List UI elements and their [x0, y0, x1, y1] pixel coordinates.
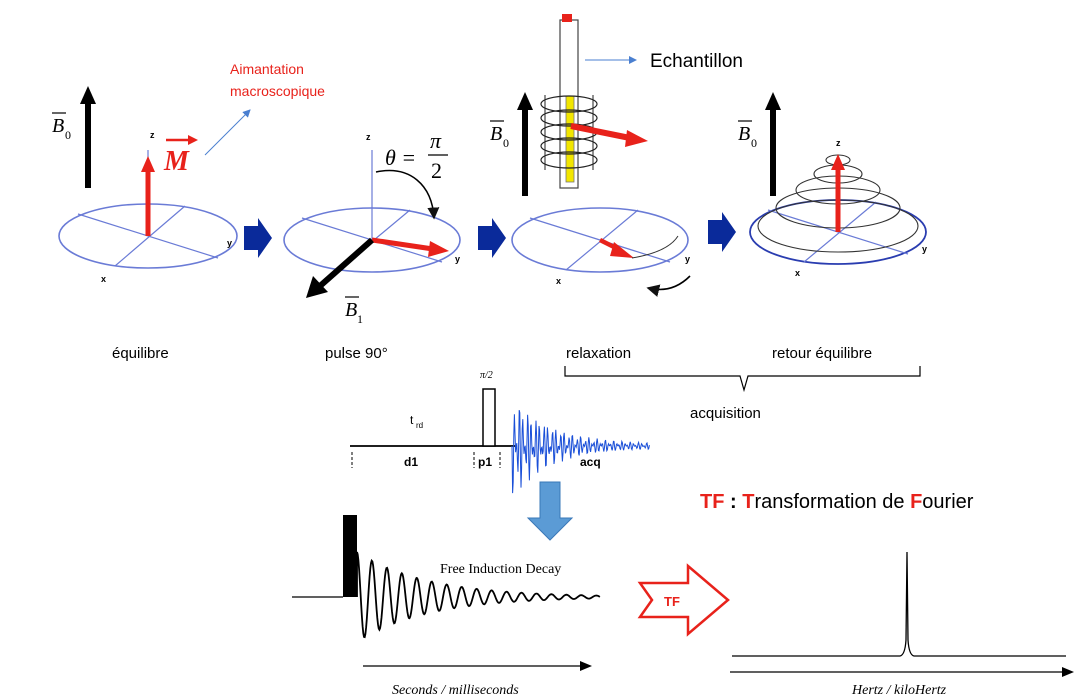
theta-label: θ = π 2 [385, 128, 448, 183]
magnetization-annotation-2: macroscopique [230, 83, 325, 99]
svg-text:z: z [366, 132, 371, 142]
stage-return: retour équilibre [772, 345, 872, 362]
svg-text:x: x [795, 268, 800, 278]
acquisition-brace [564, 366, 921, 393]
step-arrow-2 [478, 218, 506, 258]
magnetization-vector-sample [570, 123, 648, 147]
spectrum-plot: Hertz / kiloHertz [730, 551, 1074, 698]
svg-text:M: M [163, 146, 190, 177]
svg-text:z: z [836, 138, 841, 148]
stage-acquisition: acquisition [690, 405, 761, 422]
svg-text:2: 2 [431, 158, 442, 183]
svg-text:y: y [685, 254, 690, 264]
time-axis-label: Seconds / milliseconds [392, 683, 519, 698]
fid-label: Free Induction Decay [440, 562, 561, 577]
svg-text:0: 0 [751, 136, 757, 150]
pulse-sequence: π/2 t rd d1 p1 acq [350, 370, 650, 494]
fourier-title: TF : Transformation de Fourier [700, 491, 974, 513]
svg-text:acq: acq [580, 455, 601, 469]
b0-label: B 0 [52, 112, 71, 142]
magnetization-vector-return [831, 154, 845, 232]
fid-signal-blue [511, 409, 650, 494]
svg-text:x: x [556, 276, 561, 286]
fid-signal [356, 551, 601, 639]
m-label: M [163, 135, 198, 177]
b0-arrow-4 [765, 92, 781, 196]
svg-text:0: 0 [503, 136, 509, 150]
stage-pulse: pulse 90° [325, 345, 388, 362]
b1-label: B 1 [345, 296, 363, 326]
stage-relaxation: relaxation [566, 345, 631, 362]
panel-relaxation: B 0 x y [490, 14, 743, 297]
magnetization-annotation: Aimantation [230, 61, 304, 77]
step-arrow-3 [708, 212, 736, 252]
pulse-block [482, 388, 496, 447]
excitation-pulse [343, 515, 357, 597]
svg-text:x: x [101, 274, 106, 284]
svg-text:B: B [345, 299, 357, 321]
stage-equilibrium: équilibre [112, 345, 169, 362]
trd-label: t [410, 413, 414, 427]
b0-arrow [80, 86, 96, 188]
svg-text:z: z [150, 130, 155, 140]
svg-text:rd: rd [416, 421, 423, 430]
step-arrow-1 [244, 218, 272, 258]
svg-text:B: B [490, 123, 502, 145]
panel-pulse: z y B 1 θ = π 2 [283, 128, 461, 326]
svg-text:0: 0 [65, 128, 71, 142]
svg-text:y: y [455, 254, 460, 264]
magnetization-vector [141, 156, 155, 236]
svg-text:π: π [430, 128, 442, 153]
svg-text:B: B [52, 115, 64, 137]
b0-arrow-3 [517, 92, 533, 196]
down-arrow [526, 481, 574, 541]
magnetization-vector-relax [598, 237, 634, 258]
svg-text:θ =: θ = [385, 145, 416, 170]
rotation-arrow [375, 169, 440, 220]
panel-return: B 0 x y z [738, 92, 927, 278]
spectrum-peak [732, 551, 1066, 657]
svg-text:TF: TF [664, 594, 680, 609]
sample-tube [540, 14, 598, 189]
pulse-label: π/2 [480, 370, 493, 381]
panel-equilibrium: B 0 z y x M Aimantation macroscopique [52, 61, 325, 284]
svg-text:p1: p1 [478, 455, 492, 469]
tf-arrow: TF [637, 563, 730, 637]
b0-label-4: B 0 [738, 120, 757, 150]
pointer-line [204, 109, 251, 156]
svg-text:y: y [227, 238, 232, 248]
precession-arrow [646, 275, 691, 297]
b1-arrow [306, 237, 374, 298]
svg-text:d1: d1 [404, 455, 418, 469]
freq-axis-label: Hertz / kiloHertz [851, 683, 947, 698]
svg-text:1: 1 [357, 312, 363, 326]
svg-text:B: B [738, 123, 750, 145]
b0-label-3: B 0 [490, 120, 509, 150]
fid-plot: Free Induction Decay Seconds / milliseco… [292, 515, 601, 698]
svg-text:y: y [922, 244, 927, 254]
sample-annotation: Echantillon [650, 51, 743, 72]
magnetization-vector-tipped [371, 237, 449, 257]
